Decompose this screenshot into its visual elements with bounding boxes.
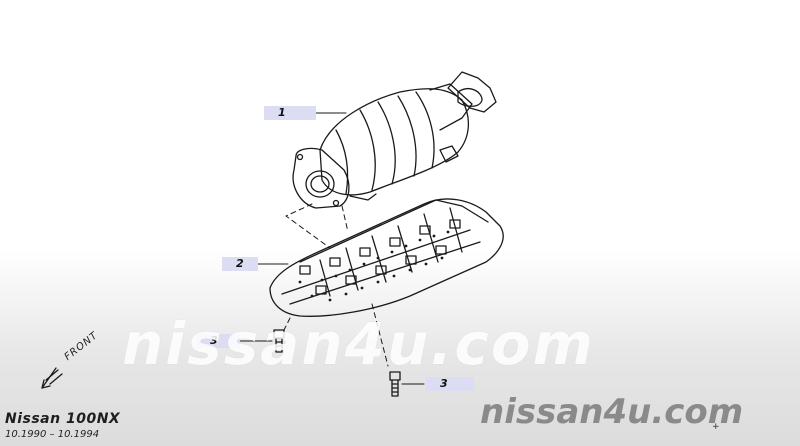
catalytic-converter-part-1 <box>292 71 497 209</box>
callout-part-2: 2 <box>222 257 258 271</box>
heat-shield-part-2 <box>269 198 504 317</box>
front-direction-arrow <box>41 367 63 389</box>
bolt-part-3-right <box>389 371 401 397</box>
callout-part-3-left: 3 <box>196 334 240 348</box>
callout-part-3-right: 3 <box>426 377 474 391</box>
alignment-guide-lines <box>281 203 389 367</box>
callout-leader-lines <box>239 112 425 385</box>
bolt-part-3-left <box>273 329 285 353</box>
callout-part-1: 1 <box>264 106 316 120</box>
watermark-background-gradient <box>0 250 800 446</box>
corner-mark: + <box>712 422 720 432</box>
watermark-small: nissan4u.com <box>480 392 744 432</box>
vehicle-years: 10.1990 – 10.1994 <box>5 429 100 440</box>
heat-shield-holes <box>298 230 450 302</box>
vehicle-model: Nissan 100NX <box>5 411 121 427</box>
watermark-large: nissan4u.com <box>122 310 595 378</box>
